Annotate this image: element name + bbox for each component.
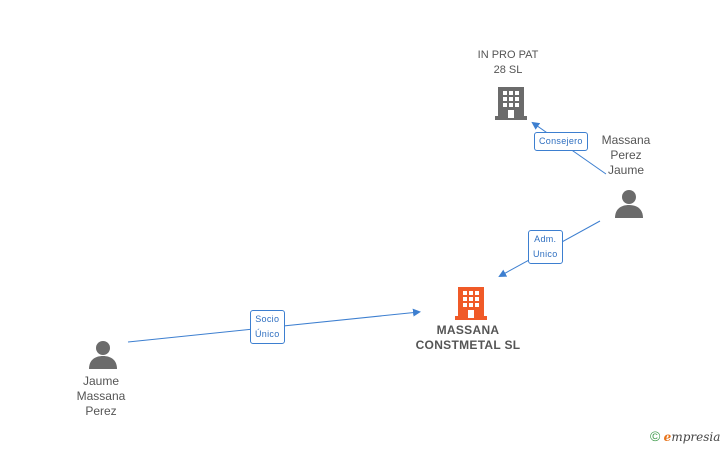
node-label-massana-constmetal: MASSANA CONSTMETAL SL <box>415 323 521 352</box>
edge-label-consejero: Consejero <box>534 132 588 151</box>
edge-label-adm-unico: Adm. Unico <box>528 230 563 264</box>
building-icon[interactable] <box>495 84 527 120</box>
node-label-massana-perez-jaume: Massana Perez Jaume <box>601 133 651 177</box>
building-icon-main[interactable] <box>455 284 487 320</box>
brand-name: mpresia <box>671 430 721 444</box>
brand-watermark: © empresia <box>650 428 720 444</box>
person-icon[interactable] <box>88 340 118 369</box>
edge-label-socio-unico: Socio Único <box>250 310 285 344</box>
node-label-jaume-massana-perez: Jaume Massana Perez <box>76 374 126 418</box>
node-label-inpropat: IN PRO PAT 28 SL <box>477 49 539 76</box>
brand-e: e <box>663 430 672 444</box>
copyright-icon: © <box>650 428 661 444</box>
person-icon[interactable] <box>614 189 644 218</box>
